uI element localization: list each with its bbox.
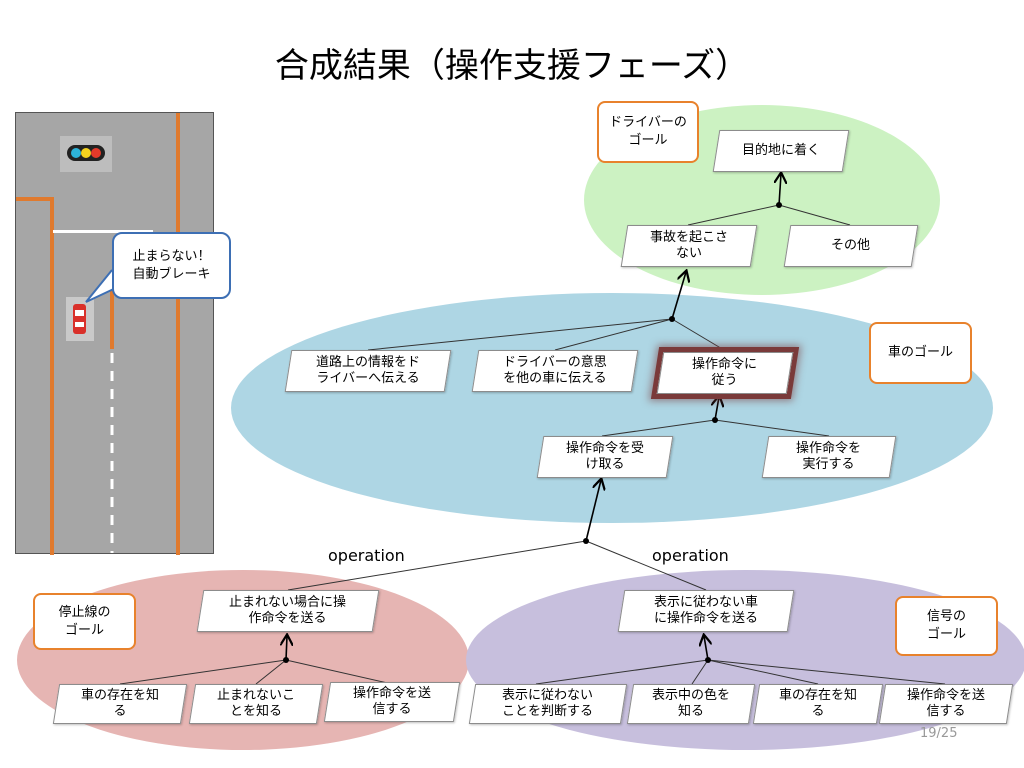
node-car-presence-b: 車の存在を知 る — [752, 684, 884, 724]
node-other: その他 — [783, 225, 919, 267]
signal-goal-callout: 信号の ゴール — [895, 596, 998, 656]
node-execute-command: 操作命令を 実行する — [761, 436, 897, 478]
car-goal-callout: 車のゴール — [869, 322, 972, 384]
operation-label-left: operation — [328, 546, 405, 565]
node-send-command-a: 操作命令を送 信する — [323, 682, 461, 722]
node-car-presence-a: 車の存在を知 る — [52, 684, 188, 724]
auto-brake-bubble: 止まらない！ 自動ブレーキ — [112, 232, 231, 299]
node-convey-driver-intent: ドライバーの意思 を他の車に伝える — [471, 350, 639, 392]
page-title: 合成結果（操作支援フェーズ） — [274, 46, 750, 86]
node-arrive: 目的地に着く — [712, 130, 850, 172]
node-convey-road-info: 道路上の情報をド ライバーへ伝える — [284, 350, 452, 392]
node-know-cannot-stop: 止まれないこ とを知る — [188, 684, 324, 724]
page-number: 19/25 — [920, 726, 958, 741]
driver-goal-callout: ドライバーの ゴール — [597, 101, 699, 163]
stopline-goal-callout: 停止線の ゴール — [33, 593, 136, 650]
node-send-command-b: 操作命令を送 信する — [878, 684, 1014, 724]
bubble-tail — [85, 269, 121, 303]
road-markings — [16, 113, 180, 555]
node-receive-command: 操作命令を受 け取る — [536, 436, 674, 478]
node-no-accident: 事故を起こさ ない — [620, 225, 758, 267]
operation-label-right: operation — [652, 546, 729, 565]
node-know-color: 表示中の色を 知る — [626, 684, 756, 724]
node-send-to-violator: 表示に従わない車 に操作命令を送る — [617, 590, 795, 632]
road-scene — [15, 112, 214, 555]
node-send-if-cannot-stop: 止まれない場合に操 作命令を送る — [196, 590, 380, 632]
node-obey-command: 操作命令に 従う — [656, 352, 794, 394]
node-judge-violation: 表示に従わない ことを判断する — [468, 684, 628, 724]
